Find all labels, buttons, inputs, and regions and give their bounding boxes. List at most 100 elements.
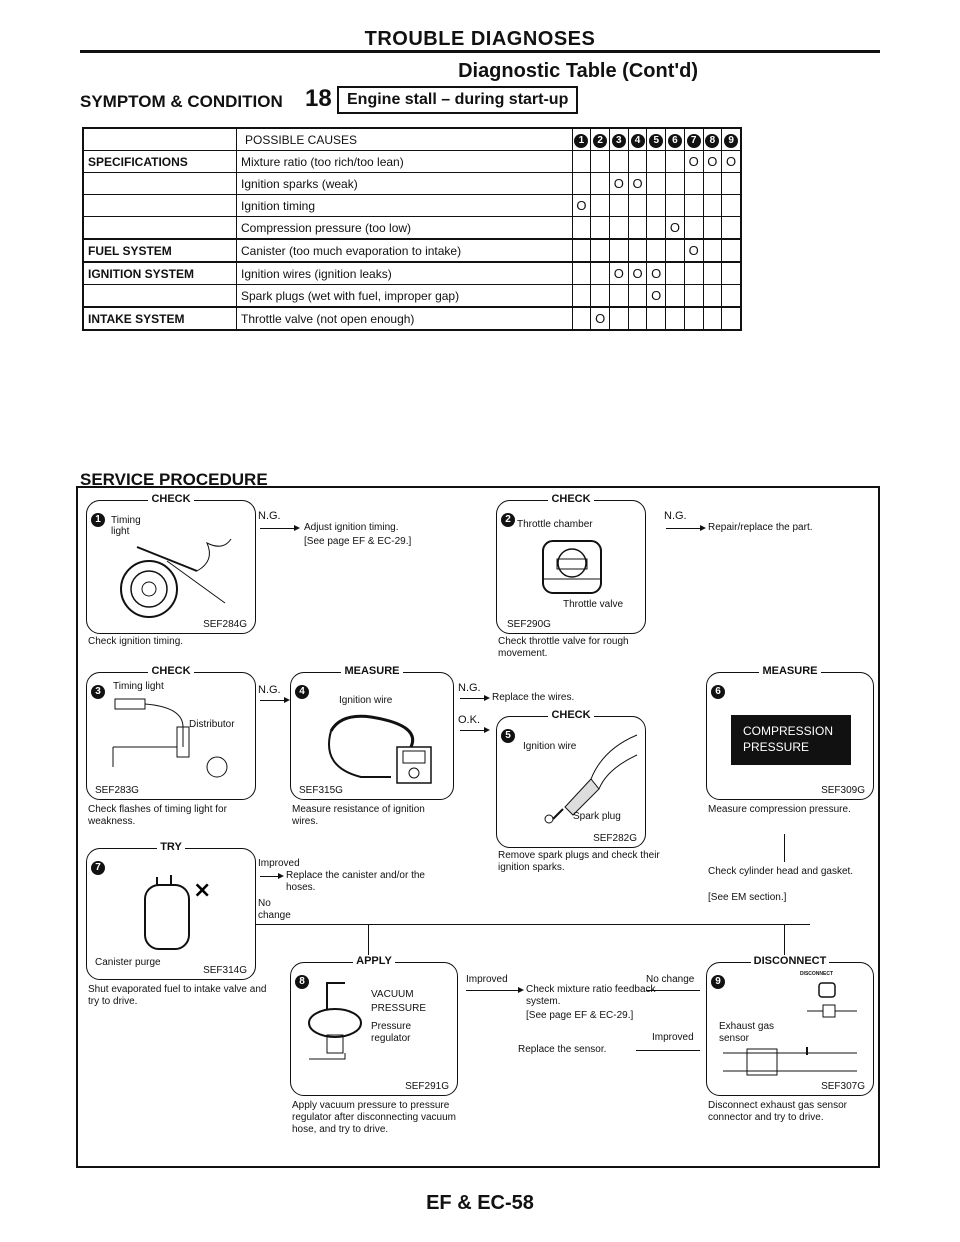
possible-causes-header: POSSIBLE CAUSES <box>235 127 573 151</box>
cause-mark <box>665 306 685 331</box>
step-number: 8 <box>705 134 720 148</box>
step-7-no-change: No change <box>258 898 291 921</box>
step-9-improved-arrow <box>636 1050 700 1051</box>
header-rule <box>80 50 880 53</box>
throttle-chamber-label: Throttle chamber <box>517 519 593 530</box>
step-number: 5 <box>649 134 664 148</box>
system-category <box>81 216 237 240</box>
step-4-action: Replace the wires. <box>492 692 575 703</box>
step-8-number: 8 <box>295 975 309 989</box>
service-procedure-title: SERVICE PROCEDURE <box>80 470 268 489</box>
figure-code: SEF291G <box>405 1081 449 1092</box>
vacuum-label: VACUUM <box>371 989 414 1000</box>
distributor-label: Distributor <box>189 719 235 730</box>
cause-mark <box>646 194 667 217</box>
timing-light-pulley-illustration <box>120 538 232 618</box>
cause-mark <box>608 216 629 240</box>
cause-mark <box>665 172 685 195</box>
page-header-title: TROUBLE DIAGNOSES <box>364 28 596 50</box>
canister-illustration: × <box>144 875 211 950</box>
step-9-no-change-arrow <box>646 990 700 991</box>
timing-light-label: Timing light <box>111 515 141 537</box>
step-1-ng-label: N.G. <box>258 510 281 522</box>
cause-mark <box>590 172 610 195</box>
step-4-number: 4 <box>295 685 309 699</box>
step-7-improved-arrow <box>260 873 284 879</box>
compression-display: COMPRESSION PRESSURE <box>731 715 851 765</box>
cause-mark <box>571 216 592 240</box>
step-4-caption: Measure resistance of ignition wires. <box>292 804 425 827</box>
table-row: Compression pressure (too low)O <box>81 216 743 240</box>
ignition-wire-label: Ignition wire <box>339 695 393 706</box>
step-6-down-arrow <box>784 834 785 862</box>
step-8-improved-arrow <box>466 987 524 993</box>
cause-mark <box>721 172 743 195</box>
to-step-9-arrow <box>784 924 785 956</box>
symptom-label: SYMPTOM & CONDITION <box>80 92 283 111</box>
step-8-title: APPLY <box>353 955 395 967</box>
step-1-reference: [See page EF & EC-29.] <box>304 536 412 547</box>
step-5-number: 5 <box>501 729 515 743</box>
step-6-number: 6 <box>711 685 725 699</box>
step-5-caption: Remove spark plugs and check their ignit… <box>498 850 660 873</box>
cause-mark: O <box>721 150 743 173</box>
symptom-name: Engine stall – during start-up <box>337 86 579 114</box>
step-9-number: 9 <box>711 975 725 989</box>
step-9-title: DISCONNECT <box>750 955 830 967</box>
cause-mark <box>608 238 629 263</box>
step-7-box: TRY 7 × Canister purge SEF314G <box>86 841 256 980</box>
connector-illustration <box>807 982 857 1018</box>
cause-mark <box>608 150 629 173</box>
cause-mark <box>571 150 592 173</box>
step-6-next: Check cylinder head and gasket. <box>708 866 854 877</box>
table-row: Spark plugs (wet with fuel, improper gap… <box>81 284 743 308</box>
no-change-line <box>256 924 810 925</box>
step-number: 9 <box>724 134 739 148</box>
cause-mark: O <box>627 172 648 195</box>
step-3-ng-arrow <box>260 697 290 703</box>
system-category: IGNITION SYSTEM <box>81 261 237 285</box>
step-6-reference: [See EM section.] <box>708 892 787 903</box>
system-category <box>81 194 237 217</box>
cause-mark <box>665 194 685 217</box>
cause-mark <box>646 306 667 331</box>
step-4-ok-label: O.K. <box>458 714 481 726</box>
cause-mark <box>571 284 592 308</box>
cause-mark <box>627 194 648 217</box>
possible-cause: Compression pressure (too low) <box>235 216 573 240</box>
step-7-caption: Shut evaporated fuel to intake valve and… <box>88 984 267 1007</box>
pressure-regulator-label: Pressure regulator <box>371 1021 412 1044</box>
figure-code: SEF290G <box>507 619 551 630</box>
distributor-illustration <box>112 698 228 778</box>
cause-mark: O <box>646 261 667 285</box>
pressure-label: PRESSURE <box>371 1003 427 1014</box>
diagnostic-table: POSSIBLE CAUSES 1 2 3 4 5 6 7 8 9 SPECIF… <box>81 127 743 331</box>
step-3-title: CHECK <box>148 665 194 677</box>
possible-cause: Ignition timing <box>235 194 573 217</box>
step-8-caption: Apply vacuum pressure to pressure regula… <box>292 1100 456 1135</box>
cause-mark <box>608 284 629 308</box>
step-2-caption: Check throttle valve for rough movement. <box>498 636 629 659</box>
possible-cause: Mixture ratio (too rich/too lean) <box>235 150 573 173</box>
step-number: 3 <box>611 134 626 148</box>
cause-mark <box>571 261 592 285</box>
cause-mark <box>646 238 667 263</box>
step-5-box: CHECK 5 Ignition wire Spark plug SEF282G <box>496 709 646 848</box>
figure-code: SEF309G <box>821 785 865 796</box>
step-number: 1 <box>574 134 589 148</box>
step-9-no-change-label: No change <box>646 974 695 985</box>
step-number: 4 <box>630 134 645 148</box>
cause-mark <box>683 216 704 240</box>
cause-mark <box>627 150 648 173</box>
cause-mark <box>571 306 592 331</box>
cause-mark <box>683 194 704 217</box>
figure-code: SEF314G <box>203 965 247 976</box>
page-number: EF & EC-58 <box>426 1192 534 1214</box>
cause-mark <box>590 238 610 263</box>
cause-mark <box>721 306 743 331</box>
step-4-box: MEASURE 4 Ignition wire SEF315G <box>290 665 454 800</box>
step-1-caption: Check ignition timing. <box>88 636 184 647</box>
